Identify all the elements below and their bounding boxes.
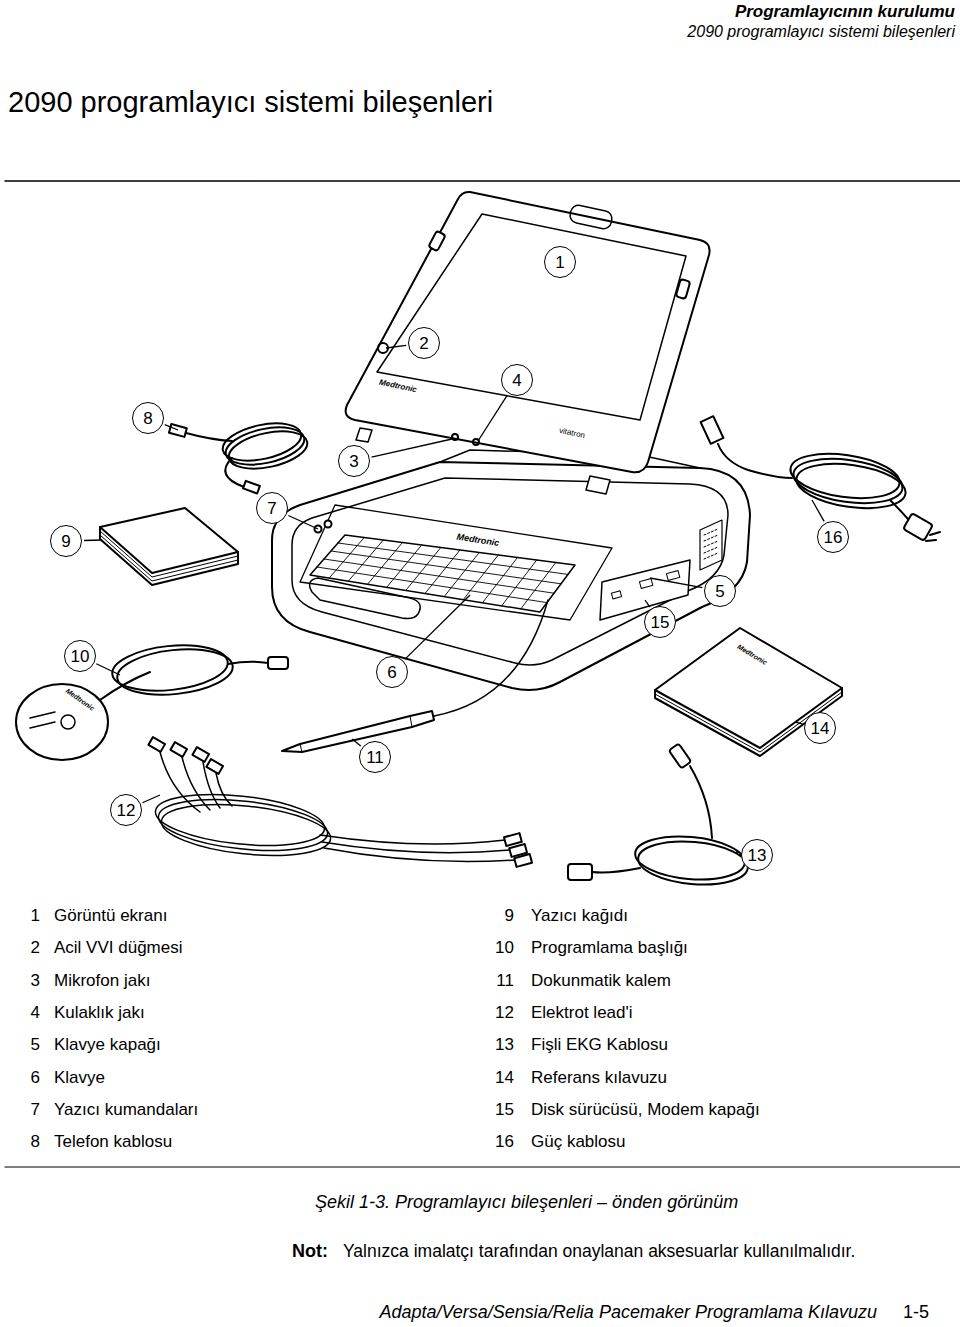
printer-paper (100, 508, 238, 585)
note-label: Not: (292, 1241, 328, 1262)
leader-line (478, 395, 507, 441)
page-number: 1-5 (903, 1302, 929, 1323)
key-number: 2 (31, 938, 40, 958)
key-text: Fişli EKG Kablosu (531, 1035, 668, 1055)
leader-line (142, 795, 160, 803)
key-text: Yazıcı kağıdı (531, 906, 628, 926)
callout-number: 15 (644, 606, 676, 638)
ekg-cable (568, 744, 750, 889)
key-number: 7 (31, 1100, 40, 1120)
note-text: Yalnızca imalatçı tarafından onaylanan a… (343, 1241, 855, 1261)
key-number: 14 (495, 1068, 514, 1088)
footer-title: Adapta/Versa/Sensia/Relia Pacemaker Prog… (379, 1302, 877, 1323)
key-number: 13 (495, 1035, 514, 1055)
display-screen (346, 192, 710, 494)
leader-line (645, 600, 650, 607)
callout-number: 16 (817, 521, 849, 553)
programmer-base (272, 450, 750, 690)
key-text: Klavye (54, 1068, 105, 1088)
electrode-leads (148, 737, 532, 867)
leader-line (372, 439, 452, 457)
key-text: Telefon kablosu (54, 1132, 172, 1152)
key-text: Yazıcı kumandaları (54, 1100, 198, 1120)
callout-number: 3 (338, 445, 370, 477)
key-text: Programlama başlığı (531, 938, 688, 958)
leader-line (405, 595, 470, 659)
telephone-cord (169, 417, 311, 493)
key-text: Disk sürücüsü, Modem kapağı (531, 1100, 760, 1120)
running-header: Programlayıcının kurulumu (735, 2, 955, 22)
callout-number: 13 (741, 839, 773, 871)
key-number: 10 (495, 938, 514, 958)
leader-line (352, 739, 361, 746)
callout-number: 9 (50, 525, 82, 557)
key-number: 1 (31, 906, 40, 926)
rule (5, 180, 960, 182)
key-number: 12 (495, 1003, 514, 1023)
callout-number: 8 (132, 402, 164, 434)
key-number: 8 (31, 1132, 40, 1152)
callout-number: 2 (408, 327, 440, 359)
leader-line (288, 515, 318, 529)
key-text: Güç kablosu (531, 1132, 626, 1152)
reference-guide (655, 628, 842, 756)
page-title: 2090 programlayıcı sistemi bileşenleri (8, 86, 493, 119)
leader-line (84, 539, 102, 541)
leader-line (650, 578, 702, 588)
programming-head (16, 640, 288, 760)
callout-number: 1 (544, 246, 576, 278)
callout-number: 6 (376, 656, 408, 688)
callout-number: 14 (804, 712, 836, 744)
key-text: Dokunmatik kalem (531, 971, 671, 991)
callout-number: 12 (110, 794, 142, 826)
callout-number: 4 (501, 364, 533, 396)
key-number: 5 (31, 1035, 40, 1055)
callout-number: 5 (704, 575, 736, 607)
leader-line (165, 425, 178, 430)
touch-pen (282, 600, 548, 752)
key-number: 16 (495, 1132, 514, 1152)
leader-line (96, 664, 120, 675)
key-text: Referans kılavuzu (531, 1068, 667, 1088)
leader-line (386, 345, 406, 348)
key-number: 9 (505, 906, 514, 926)
key-text: Mikrofon jakı (54, 971, 150, 991)
leader-line (812, 500, 824, 521)
key-text: Klavye kapağı (54, 1035, 161, 1055)
key-number: 11 (496, 971, 514, 991)
key-text: Kulaklık jakı (54, 1003, 145, 1023)
callout-number: 11 (359, 741, 391, 773)
leader-line (736, 851, 739, 853)
running-subheader: 2090 programlayıcı sistemi bileşenleri (687, 23, 955, 41)
key-number: 3 (31, 971, 40, 991)
key-text: Acil VVI düğmesi (54, 938, 183, 958)
key-text: Görüntü ekranı (54, 906, 167, 926)
rule (5, 1166, 960, 1167)
key-number: 15 (495, 1100, 514, 1120)
key-number: 4 (31, 1003, 40, 1023)
key-number: 6 (31, 1068, 40, 1088)
key-text: Elektrot lead'i (531, 1003, 633, 1023)
figure-caption: Şekil 1-3. Programlayıcı bileşenleri – ö… (315, 1192, 738, 1213)
callout-number: 10 (64, 640, 96, 672)
callout-number: 7 (256, 492, 288, 524)
leader-line (795, 722, 802, 724)
